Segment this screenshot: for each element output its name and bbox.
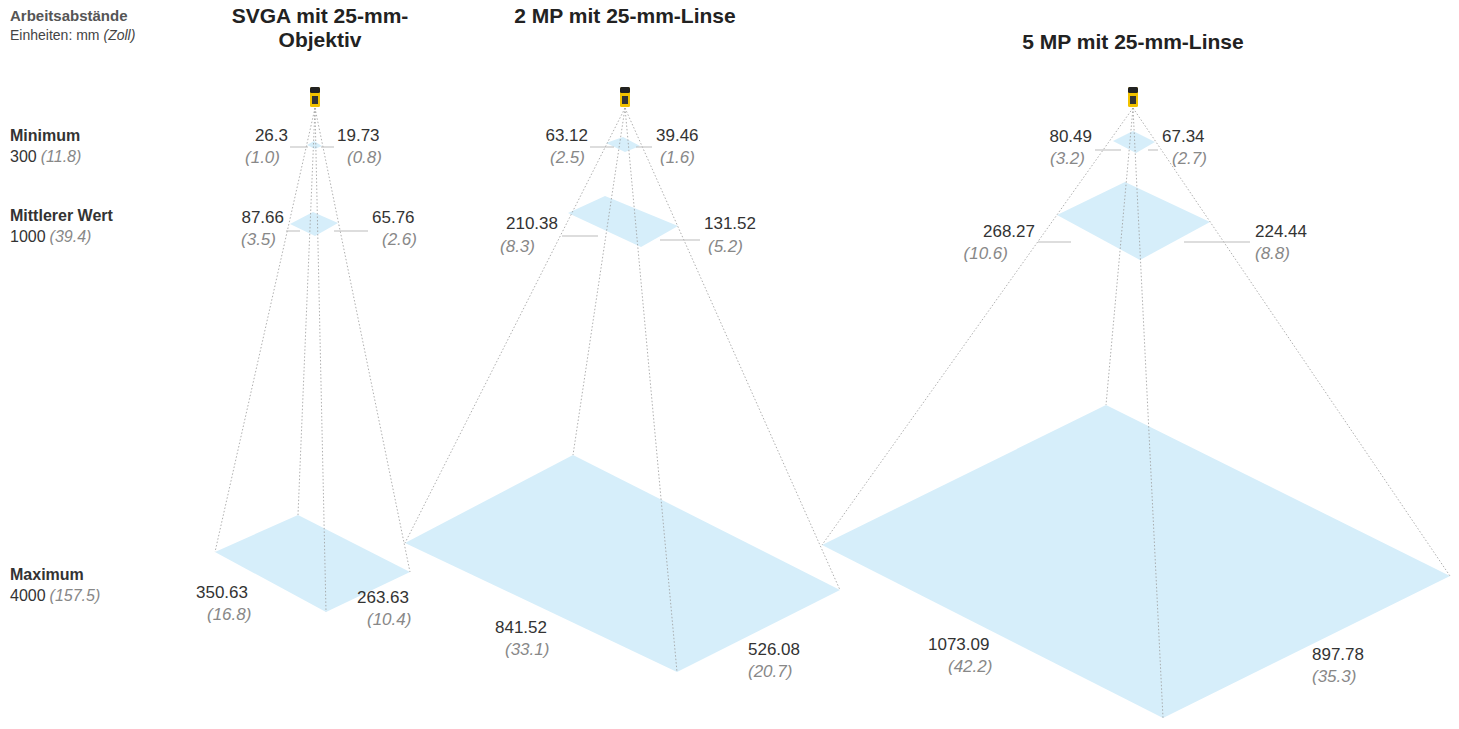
row-title: Minimum	[10, 126, 80, 146]
dimension-value: (8.3)	[500, 237, 535, 257]
dimension-value: (10.4)	[367, 610, 411, 630]
dimension-value: 87.66	[241, 208, 284, 228]
distance-value: 4000	[10, 586, 46, 606]
dimension-value: (33.1)	[505, 640, 549, 660]
dimension-value: (1.6)	[660, 148, 695, 168]
dimension-value: (2.5)	[550, 148, 585, 168]
dimension-value: (42.2)	[948, 657, 992, 677]
heading: Arbeitsabstände	[10, 6, 128, 26]
leader-lines	[286, 147, 1250, 242]
camera-icons	[310, 87, 1138, 107]
dimension-value: 80.49	[1049, 127, 1092, 147]
column-title: 2 MP mit 25-mm-Linse	[505, 4, 745, 28]
view-planes	[215, 131, 1450, 718]
dimension-value: (3.5)	[241, 230, 276, 250]
dimension-value: 210.38	[506, 214, 558, 234]
dimension-value: (10.6)	[964, 244, 1008, 264]
units-note: (Zoll)	[103, 25, 135, 45]
dimension-value: 67.34	[1162, 127, 1205, 147]
view-cone-lines	[215, 108, 1450, 718]
dimension-value: 263.63	[357, 588, 409, 608]
dimension-value: (0.8)	[347, 148, 382, 168]
dimension-value: 224.44	[1255, 222, 1307, 242]
column-title: 5 MP mit 25-mm-Linse	[973, 30, 1293, 54]
dimension-value: 1073.09	[928, 635, 989, 655]
dimension-value: 26.3	[255, 126, 288, 146]
distance-value: 1000	[10, 227, 46, 247]
row-title: Mittlerer Wert	[10, 206, 113, 226]
dimension-value: (5.2)	[708, 237, 743, 257]
distance-value: (39.4)	[50, 227, 92, 247]
dimension-value: 65.76	[372, 208, 415, 228]
dimension-value: 268.27	[983, 222, 1035, 242]
units-note: Einheiten: mm	[10, 25, 99, 45]
dimension-value: 19.73	[337, 126, 380, 146]
dimension-value: 897.78	[1312, 645, 1364, 665]
row-title: Maximum	[10, 565, 84, 585]
dimension-value: 350.63	[196, 583, 248, 603]
distance-value: (157.5)	[50, 586, 101, 606]
distance-value: (11.8)	[41, 147, 82, 167]
dimension-value: (8.8)	[1255, 244, 1290, 264]
dimension-value: 526.08	[748, 640, 800, 660]
column-title: SVGA mit 25-mm-Objektiv	[200, 4, 440, 52]
dimension-value: (2.6)	[382, 230, 417, 250]
dimension-value: (2.7)	[1172, 149, 1207, 169]
distance-value: 300	[10, 147, 37, 167]
dimension-value: 841.52	[495, 618, 547, 638]
dimension-value: (35.3)	[1312, 667, 1356, 687]
dimension-value: (1.0)	[245, 148, 280, 168]
dimension-value: 131.52	[704, 214, 756, 234]
dimension-value: (16.8)	[207, 605, 251, 625]
dimension-value: 63.12	[545, 126, 588, 146]
dimension-value: 39.46	[656, 126, 699, 146]
dimension-value: (3.2)	[1050, 149, 1085, 169]
dimension-value: (20.7)	[748, 662, 792, 682]
